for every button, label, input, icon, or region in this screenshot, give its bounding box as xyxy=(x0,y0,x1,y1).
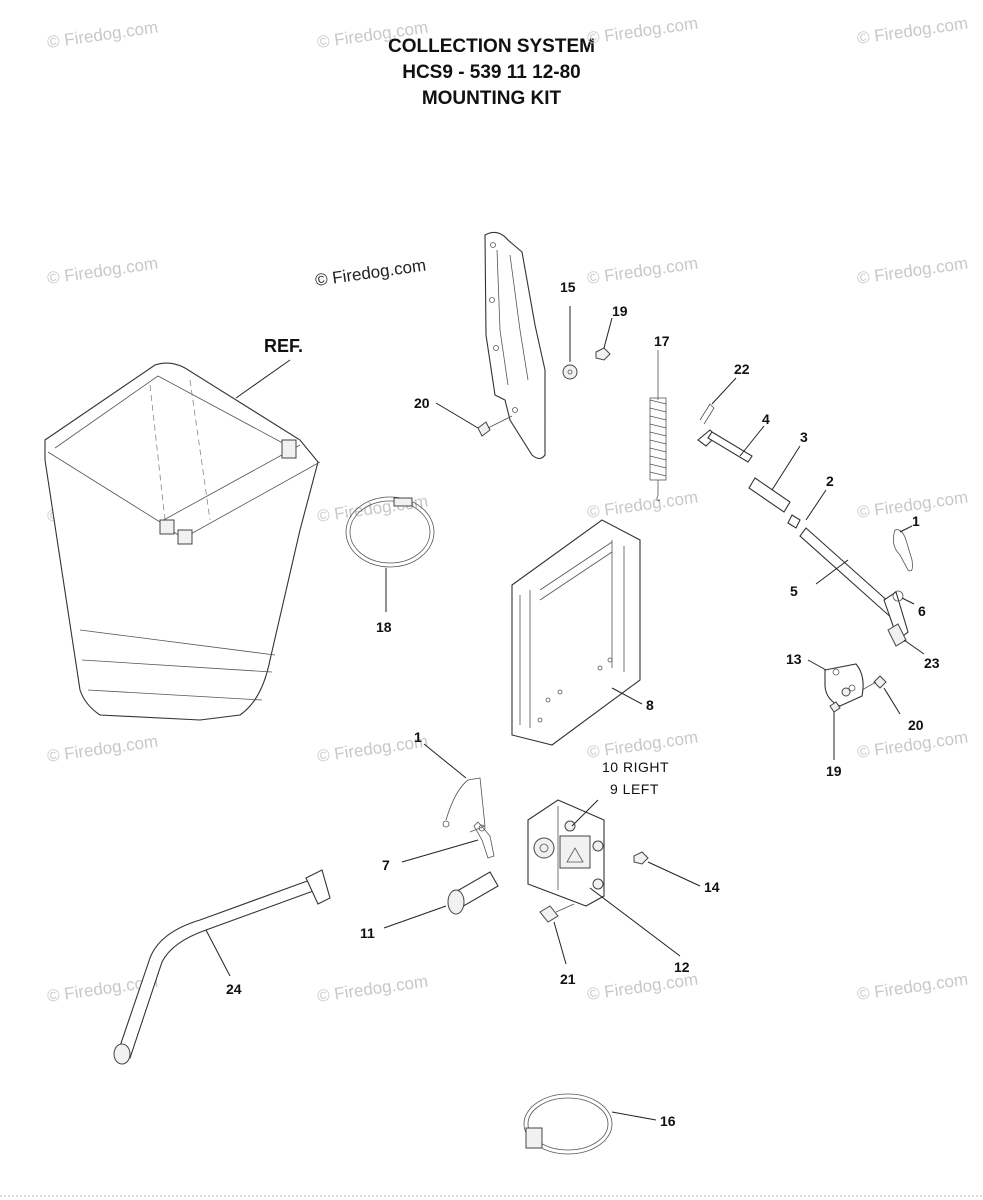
part-12-leader xyxy=(589,887,681,957)
callout-7: 7 xyxy=(382,857,390,873)
watermark: © Firedog.com xyxy=(46,732,159,766)
callout-8: 8 xyxy=(646,697,654,713)
watermark: © Firedog.com xyxy=(586,728,699,762)
callouts: REF. 15 19 20 17 22 4 3 2 1 5 6 23 13 20… xyxy=(226,279,940,1129)
parts-9-10-bracket xyxy=(527,799,605,907)
watermark: © Firedog.com xyxy=(314,256,427,290)
part-14-nut xyxy=(633,851,701,887)
part-24-rod xyxy=(113,869,331,1065)
callout-1: 1 xyxy=(912,513,920,529)
callout-9-left: 9 LEFT xyxy=(610,781,659,797)
part-16-clamp xyxy=(523,1093,657,1155)
rod-assembly xyxy=(697,425,909,641)
callout-20: 20 xyxy=(908,717,924,733)
callout-11: 11 xyxy=(360,925,375,941)
callout-1: 1 xyxy=(414,729,422,745)
callout-3: 3 xyxy=(800,429,808,445)
part-17-spring xyxy=(649,350,667,501)
part-8-plate xyxy=(511,519,643,746)
callout-15: 15 xyxy=(560,279,576,295)
part-13-plate xyxy=(807,659,901,760)
callout-19: 19 xyxy=(612,303,628,319)
part-15-bracket xyxy=(435,231,613,460)
watermark: © Firedog.com xyxy=(586,254,699,288)
callout-2: 2 xyxy=(826,473,834,489)
part-1-clip-right xyxy=(892,525,913,572)
parts-6-23 xyxy=(887,590,925,655)
callout-6: 6 xyxy=(918,603,926,619)
part-18-clamp xyxy=(345,496,435,612)
part-21-bolt xyxy=(539,903,575,965)
callout-20: 20 xyxy=(414,395,430,411)
callout-23: 23 xyxy=(924,655,940,671)
watermark: © Firedog.com xyxy=(856,14,969,48)
callout-4: 4 xyxy=(762,411,770,427)
watermark: © Firedog.com xyxy=(316,732,429,766)
callout-16: 16 xyxy=(660,1113,676,1129)
diagram-title: COLLECTION SYSTEM HCS9 - 539 11 12-80 MO… xyxy=(0,34,983,112)
part-11-pin xyxy=(383,871,499,929)
watermark: © Firedog.com xyxy=(46,254,159,288)
callout-14: 14 xyxy=(704,879,720,895)
watermark: © Firedog.com xyxy=(316,492,429,526)
title-line-1: COLLECTION SYSTEM xyxy=(388,36,595,57)
title-line-2: HCS9 - 539 11 12-80 xyxy=(402,62,581,83)
callout-ref: REF. xyxy=(264,336,303,356)
watermark: © Firedog.com xyxy=(586,14,699,48)
callout-19: 19 xyxy=(826,763,842,779)
collection-bag-ref xyxy=(44,359,321,721)
callout-12: 12 xyxy=(674,959,690,975)
part-22-pin xyxy=(699,377,737,425)
callout-21: 21 xyxy=(560,971,576,987)
watermark: © Firedog.com xyxy=(46,18,159,52)
part-1-clip-left xyxy=(423,743,486,833)
callout-24: 24 xyxy=(226,981,242,997)
title-line-3: MOUNTING KIT xyxy=(421,88,562,109)
callout-17: 17 xyxy=(654,333,670,349)
watermark: © Firedog.com xyxy=(856,254,969,288)
callout-13: 13 xyxy=(786,651,802,667)
callout-5: 5 xyxy=(790,583,798,599)
watermark: © Firedog.com xyxy=(316,18,429,52)
leader-ref xyxy=(235,359,291,399)
callout-10-right: 10 RIGHT xyxy=(602,759,669,775)
watermark: © Firedog.com xyxy=(586,488,699,522)
callout-18: 18 xyxy=(376,619,392,635)
part-7-pin xyxy=(401,821,495,863)
watermark: © Firedog.com xyxy=(856,970,969,1004)
callout-22: 22 xyxy=(734,361,750,377)
watermark: © Firedog.com xyxy=(316,972,429,1006)
